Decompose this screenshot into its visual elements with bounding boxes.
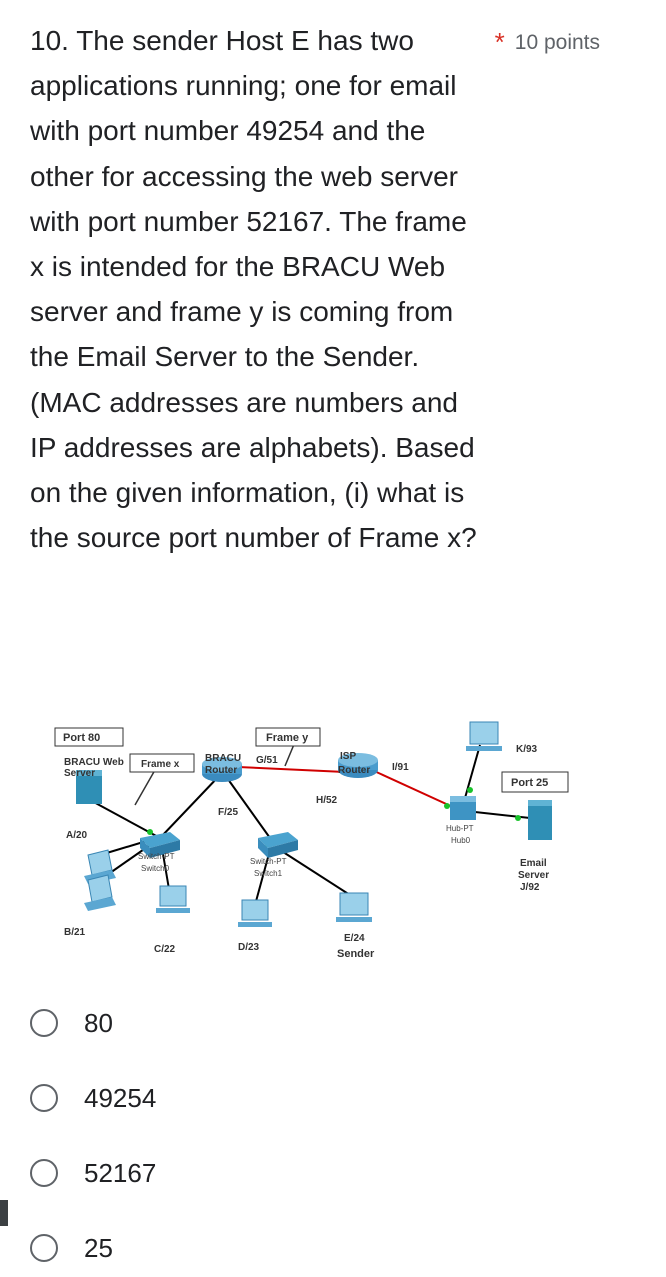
option-label: 80 bbox=[84, 1007, 113, 1038]
switch1-icon bbox=[258, 832, 298, 858]
isp-router-icon bbox=[338, 753, 378, 778]
radio-button[interactable] bbox=[30, 1084, 58, 1112]
link-router-switch0 bbox=[159, 774, 221, 839]
pc-k-icon bbox=[466, 721, 502, 751]
sender-label: Sender bbox=[337, 948, 375, 960]
switch1-name-label: Switch1 bbox=[254, 869, 283, 878]
option-49254[interactable]: 49254 bbox=[30, 1078, 156, 1118]
link-pce-switch1 bbox=[279, 849, 351, 896]
question-text: 10. The sender Host E has two applicatio… bbox=[30, 25, 477, 554]
link-pcd-switch1 bbox=[254, 849, 271, 906]
switch1-type-label: Switch-PT bbox=[250, 857, 287, 866]
switch0-name-label: Switch0 bbox=[141, 864, 170, 873]
hub-pt-label: Hub-PT bbox=[446, 824, 474, 833]
switch0-type-label: Switch-PT bbox=[138, 852, 175, 861]
port25-label: Port 25 bbox=[511, 777, 548, 789]
frame-x-box bbox=[129, 753, 195, 773]
i91-label: I/91 bbox=[392, 762, 409, 773]
link-hub-email bbox=[474, 811, 531, 819]
b21-label: B/21 bbox=[64, 927, 86, 938]
points-indicator: * 10 points bbox=[495, 27, 600, 58]
e24-label: E/24 bbox=[344, 933, 365, 944]
pc-b-icon bbox=[84, 874, 116, 911]
pc-e-sender-icon bbox=[336, 892, 372, 922]
c22-label: C/22 bbox=[154, 944, 176, 955]
required-asterisk: * bbox=[494, 27, 505, 57]
port80-box bbox=[54, 727, 124, 747]
link-router-switch1 bbox=[224, 774, 271, 839]
network-diagram: Port 80 Frame x Frame y Port 25 BRACU We… bbox=[54, 721, 569, 960]
status-dot bbox=[444, 803, 450, 809]
radio-button[interactable] bbox=[30, 1234, 58, 1262]
port80-label: Port 80 bbox=[63, 732, 100, 744]
status-dot bbox=[515, 815, 521, 821]
edge-marker bbox=[0, 1200, 8, 1226]
frame-y-box bbox=[255, 727, 321, 747]
frame-y-label: Frame y bbox=[266, 732, 309, 744]
email-server-label: Server bbox=[518, 870, 549, 881]
k93-label: K/93 bbox=[516, 744, 538, 755]
email-server-icon bbox=[528, 800, 552, 840]
switch0-icon bbox=[140, 832, 180, 858]
option-80[interactable]: 80 bbox=[30, 1003, 113, 1043]
port25-box bbox=[501, 771, 569, 793]
frame-x-label: Frame x bbox=[141, 759, 180, 770]
g51-label: G/51 bbox=[256, 755, 278, 766]
radio-button[interactable] bbox=[30, 1159, 58, 1187]
server-label: Server bbox=[64, 768, 95, 779]
option-25[interactable]: 25 bbox=[30, 1228, 113, 1268]
h52-label: H/52 bbox=[316, 795, 338, 806]
j92-label: J/92 bbox=[520, 882, 540, 893]
points-label: 10 points bbox=[514, 31, 600, 54]
option-label: 25 bbox=[84, 1232, 113, 1263]
link-bracu-isp bbox=[237, 766, 346, 773]
isp-router-label: Router bbox=[338, 765, 370, 776]
bracu-web-server-icon bbox=[76, 770, 102, 804]
isp-label: ISP bbox=[340, 751, 356, 762]
bracu-web-label: BRACU Web bbox=[64, 757, 124, 768]
bracu-label: BRACU bbox=[205, 753, 241, 764]
option-label: 52167 bbox=[84, 1157, 157, 1188]
pc-c-icon bbox=[156, 885, 190, 913]
bracu-router-icon bbox=[202, 757, 242, 782]
f25-label: F/25 bbox=[218, 807, 238, 818]
bracu-router-label: Router bbox=[205, 765, 237, 776]
status-dot bbox=[467, 787, 473, 793]
frame-x-arrow bbox=[134, 769, 156, 806]
email-label: Email bbox=[520, 858, 547, 869]
link-isp-hub bbox=[371, 769, 456, 809]
pc-d-icon bbox=[238, 899, 272, 927]
radio-button[interactable] bbox=[30, 1009, 58, 1037]
option-label: 49254 bbox=[84, 1082, 157, 1113]
d23-label: D/23 bbox=[238, 942, 260, 953]
a20-label: A/20 bbox=[66, 830, 88, 841]
option-52167[interactable]: 52167 bbox=[30, 1153, 156, 1193]
hub0-icon bbox=[450, 796, 476, 820]
status-dot bbox=[147, 829, 153, 835]
hub0-label: Hub0 bbox=[451, 836, 471, 845]
